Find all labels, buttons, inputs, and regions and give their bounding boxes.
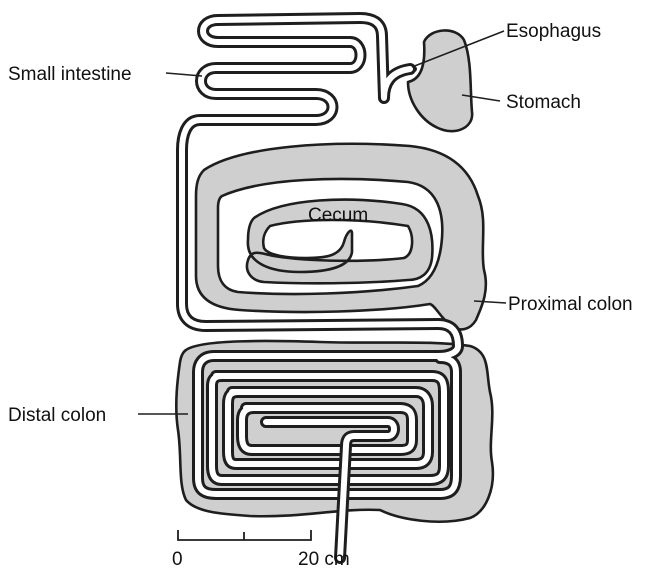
small-intestine-label: Small intestine xyxy=(8,64,132,85)
scale-bar: 0 20 cm xyxy=(172,530,350,570)
distal-colon-label: Distal colon xyxy=(8,405,106,426)
esophagus-label: Esophagus xyxy=(506,21,601,42)
scale-bar-line xyxy=(178,530,311,540)
scale-bar-end-label: 20 cm xyxy=(298,549,350,570)
scale-bar-start-label: 0 xyxy=(172,549,183,570)
cecum-label: Cecum xyxy=(308,205,368,226)
stomach-label: Stomach xyxy=(506,92,581,113)
stomach-shape xyxy=(408,30,472,131)
proximal-colon-label: Proximal colon xyxy=(508,294,633,315)
